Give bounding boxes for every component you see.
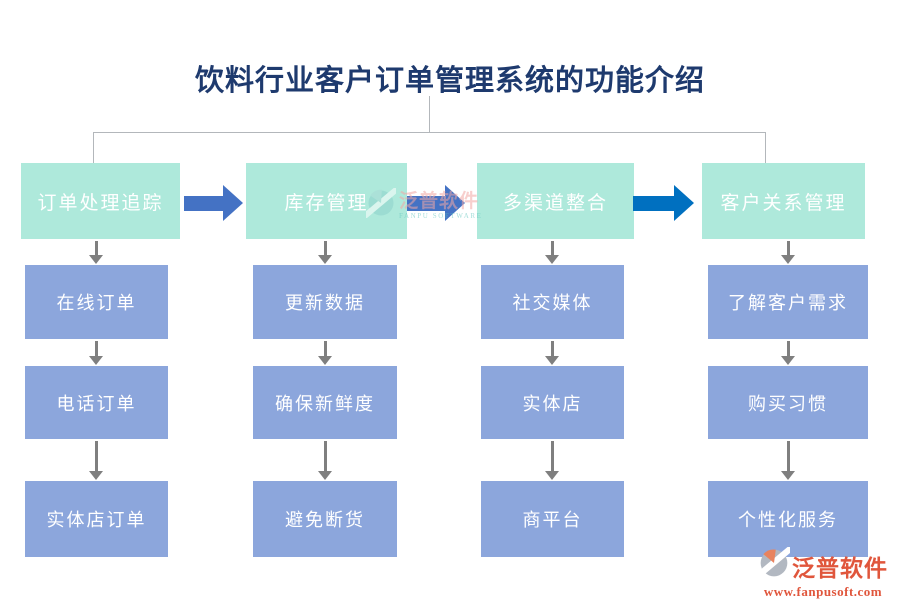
item-label: 实体店订单 bbox=[46, 510, 147, 530]
item-label: 实体店 bbox=[522, 393, 583, 414]
header-box-crm: 客户关系管理 bbox=[702, 163, 865, 239]
flow-arrow-icon bbox=[633, 185, 694, 221]
header-label: 订单处理追踪 bbox=[37, 192, 164, 214]
item-label: 在线订单 bbox=[56, 293, 137, 313]
item-box: 个性化服务 bbox=[708, 481, 868, 557]
connector-top-rail bbox=[93, 132, 765, 133]
swirl-icon bbox=[754, 545, 794, 584]
item-box: 电话订单 bbox=[25, 366, 168, 439]
down-arrow-icon bbox=[545, 441, 559, 480]
flow-arrow-icon bbox=[407, 185, 465, 221]
item-label: 确保新鲜度 bbox=[275, 393, 375, 414]
item-box: 商平台 bbox=[481, 481, 624, 557]
flow-arrow-icon bbox=[184, 185, 243, 221]
down-arrow-icon bbox=[89, 341, 103, 365]
down-arrow-icon bbox=[318, 441, 332, 480]
header-box-inventory: 库存管理 bbox=[246, 163, 407, 239]
down-arrow-icon bbox=[89, 441, 103, 480]
header-label: 多渠道整合 bbox=[502, 192, 608, 214]
connector-drop-right bbox=[765, 132, 766, 163]
connector-title-stem bbox=[429, 96, 430, 133]
item-label: 购买习惯 bbox=[748, 393, 828, 414]
item-box: 避免断货 bbox=[253, 481, 397, 557]
item-box: 更新数据 bbox=[253, 265, 397, 339]
item-box: 实体店订单 bbox=[25, 481, 168, 557]
down-arrow-icon bbox=[781, 341, 795, 365]
header-box-multichannel: 多渠道整合 bbox=[477, 163, 634, 239]
connector-drop-left bbox=[93, 132, 94, 163]
down-arrow-icon bbox=[545, 241, 559, 264]
item-label: 了解客户需求 bbox=[728, 293, 848, 313]
item-box: 社交媒体 bbox=[481, 265, 624, 339]
item-box: 确保新鲜度 bbox=[253, 366, 397, 439]
down-arrow-icon bbox=[89, 241, 103, 264]
down-arrow-icon bbox=[781, 241, 795, 264]
down-arrow-icon bbox=[781, 441, 795, 480]
header-label: 库存管理 bbox=[284, 192, 369, 214]
page-title: 饮料行业客户订单管理系统的功能介绍 bbox=[194, 65, 705, 97]
item-box: 了解客户需求 bbox=[708, 265, 868, 339]
item-box: 在线订单 bbox=[25, 265, 168, 339]
down-arrow-icon bbox=[318, 241, 332, 264]
brand-url: www.fanpusoft.com bbox=[763, 584, 883, 599]
item-label: 个性化服务 bbox=[738, 510, 838, 530]
header-box-order-tracking: 订单处理追踪 bbox=[21, 163, 180, 239]
item-label: 社交媒体 bbox=[512, 293, 593, 313]
down-arrow-icon bbox=[545, 341, 559, 365]
item-label: 商平台 bbox=[522, 510, 583, 530]
item-label: 更新数据 bbox=[285, 293, 365, 313]
item-box: 实体店 bbox=[481, 366, 624, 439]
item-label: 电话订单 bbox=[56, 393, 137, 414]
brand-logo: 泛普软件 www.fanpusoft.com bbox=[752, 545, 894, 600]
item-box: 购买习惯 bbox=[708, 366, 868, 439]
brand-name: 泛普软件 bbox=[792, 555, 888, 581]
down-arrow-icon bbox=[318, 341, 332, 365]
header-label: 客户关系管理 bbox=[720, 192, 847, 214]
item-label: 避免断货 bbox=[285, 510, 365, 530]
